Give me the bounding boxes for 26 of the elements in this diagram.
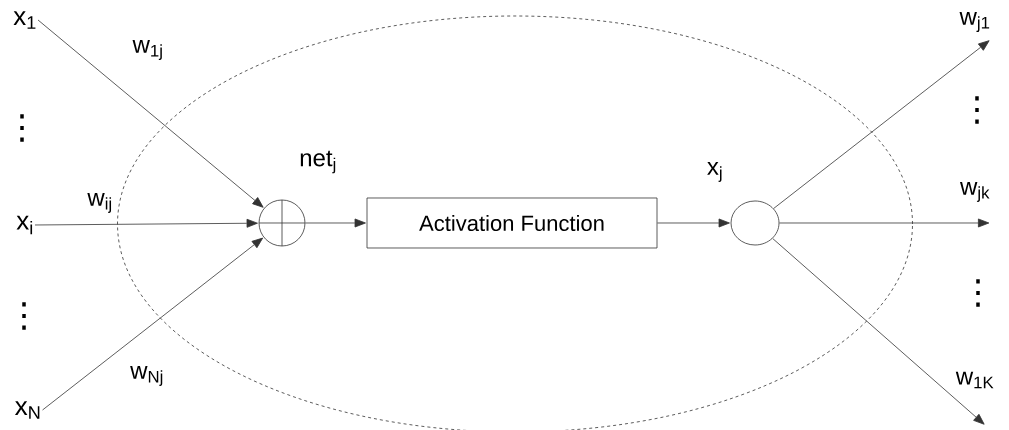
arrow [34,218,258,228]
vertical-ellipsis: ⋮ [976,279,980,307]
arrow [773,40,990,209]
process-box: Activation Function [366,197,658,249]
vertical-ellipsis: ⋮ [975,96,979,124]
vertical-ellipsis: ⋮ [22,302,26,330]
arrow [657,218,730,228]
edge-label: w$_{ij}$ [87,193,112,213]
input-label: x$_{1}$ [13,11,36,29]
arrow [772,238,985,425]
vertical-ellipsis: ⋮ [20,114,24,142]
arrow [305,218,366,228]
circle-node [730,200,780,246]
edge-label: w$_{1K}$ [955,371,994,389]
edge-label: w$_{1j}$ [132,40,162,60]
node-caption: net$_{j}$ [300,150,336,174]
input-label: x$_{N}$ [15,401,40,419]
summation-circle [258,199,306,247]
edge-label: w$_{j1}$ [959,12,990,32]
arrow [37,19,264,208]
input-label: x$_{i}$ [16,215,33,235]
arrow [42,237,264,411]
edge-label: w$_{jk}$ [960,182,990,202]
edge-label: w$_{Nj}$ [130,366,163,386]
node-caption: x$_{j}$ [707,162,722,182]
arrow [779,218,990,228]
